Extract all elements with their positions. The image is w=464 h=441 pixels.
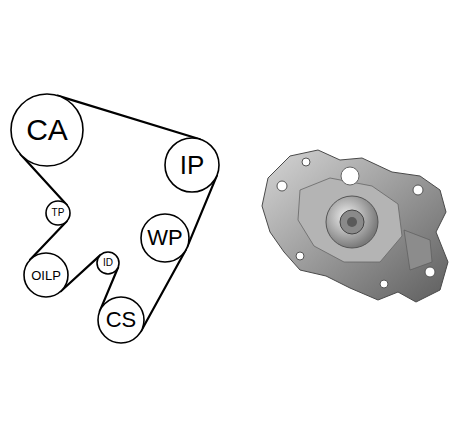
pulley-circle: IP xyxy=(164,137,220,193)
pulley-circle: WP xyxy=(140,213,190,263)
pulley-circle: CS xyxy=(97,296,145,344)
pulley-circle: TP xyxy=(45,200,71,226)
pulley-label: OILP xyxy=(31,269,61,282)
pulley-label: TP xyxy=(52,208,65,218)
pulley-label: ID xyxy=(103,258,113,268)
pulley-label: CA xyxy=(26,115,68,145)
pulley-circle: CA xyxy=(10,93,84,167)
pulley-label: CS xyxy=(106,309,137,331)
pulley-label: IP xyxy=(180,152,205,178)
pulley-circle: ID xyxy=(96,251,120,275)
pulley-circle: OILP xyxy=(23,252,69,298)
pump-housing xyxy=(262,150,448,302)
pulley-label: WP xyxy=(147,227,182,249)
